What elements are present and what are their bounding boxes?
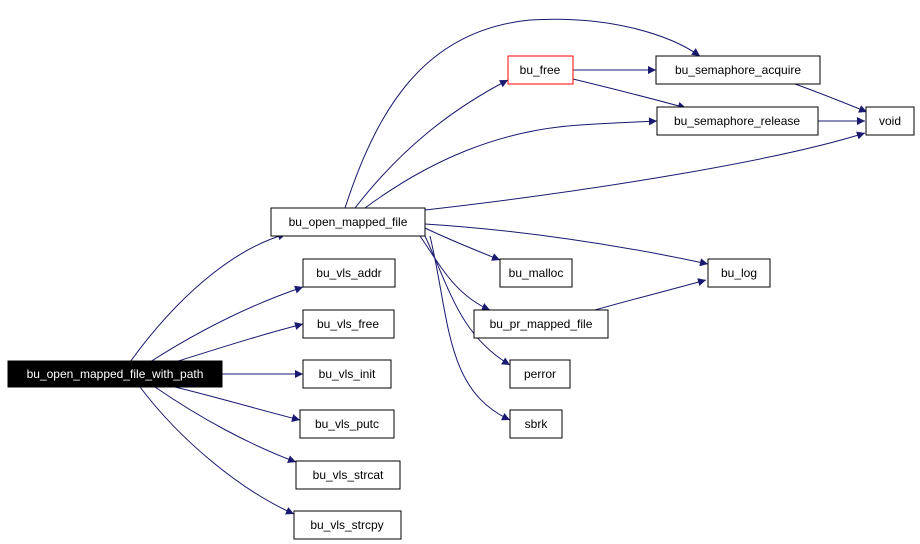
node-semaphore-release-label: bu_semaphore_release [674, 114, 800, 128]
node-vls-strcat[interactable]: bu_vls_strcat [295, 460, 401, 490]
node-vls-putc[interactable]: bu_vls_putc [299, 409, 395, 439]
edge-open-to-semaphore-acquire [344, 18, 701, 209]
node-root[interactable]: bu_open_mapped_file_with_path [7, 360, 223, 388]
node-vls-init-label: bu_vls_init [319, 367, 376, 381]
edge-open-to-sbrk [429, 235, 511, 421]
edge-root-to-vls-strcat [154, 386, 297, 463]
node-pr-mapped-file[interactable]: bu_pr_mapped_file [473, 309, 609, 339]
node-free[interactable]: bu_free [507, 55, 574, 85]
node-malloc-label: bu_malloc [509, 266, 564, 280]
edges [129, 18, 868, 515]
node-semaphore-acquire-label: bu_semaphore_acquire [675, 63, 801, 77]
node-free-label: bu_free [520, 63, 561, 77]
node-vls-free-label: bu_vls_free [317, 317, 379, 331]
nodes: bu_open_mapped_file_with_path bu_open_ma… [7, 55, 915, 540]
node-semaphore-release[interactable]: bu_semaphore_release [656, 106, 819, 136]
edge-open-to-free [354, 79, 509, 209]
edge-pr-mapped-file-to-log [594, 278, 707, 311]
node-vls-addr-label: bu_vls_addr [316, 266, 381, 280]
node-malloc[interactable]: bu_malloc [499, 258, 573, 288]
node-log-label: bu_log [721, 266, 757, 280]
edge-open-to-log [424, 223, 709, 267]
node-perror[interactable]: perror [509, 359, 571, 389]
node-vls-init[interactable]: bu_vls_init [302, 359, 392, 389]
node-pr-mapped-file-label: bu_pr_mapped_file [490, 317, 593, 331]
edge-root-to-vls-strcpy [139, 386, 295, 515]
edge-open-to-pr-mapped-file [419, 235, 491, 311]
edge-root-to-vls-putc [174, 386, 301, 422]
edge-root-to-vls-free [174, 322, 304, 363]
node-semaphore-acquire[interactable]: bu_semaphore_acquire [655, 55, 821, 85]
edge-root-to-open-mapped-file [129, 232, 287, 363]
edge-root-to-vls-addr [149, 285, 304, 363]
edge-open-to-malloc [424, 227, 501, 261]
node-vls-strcat-label: bu_vls_strcat [313, 468, 384, 482]
node-vls-strcpy-label: bu_vls_strcpy [310, 518, 383, 532]
node-root-label: bu_open_mapped_file_with_path [27, 367, 204, 381]
edge-open-to-perror [424, 235, 511, 366]
node-void[interactable]: void [865, 106, 915, 136]
edge-open-to-semaphore-release [364, 117, 658, 209]
edge-open-to-void [424, 131, 866, 211]
edge-semaphore-acquire-to-void [794, 83, 868, 113]
node-void-label: void [879, 114, 901, 128]
node-sbrk[interactable]: sbrk [509, 409, 563, 439]
node-perror-label: perror [524, 367, 556, 381]
node-log[interactable]: bu_log [707, 258, 771, 288]
node-vls-addr[interactable]: bu_vls_addr [302, 258, 396, 288]
node-vls-putc-label: bu_vls_putc [315, 417, 379, 431]
node-open-mapped-file[interactable]: bu_open_mapped_file [270, 207, 426, 237]
node-vls-free[interactable]: bu_vls_free [302, 309, 395, 339]
node-sbrk-label: sbrk [525, 417, 549, 431]
node-open-mapped-file-label: bu_open_mapped_file [289, 215, 408, 229]
edge-free-to-semaphore-release [572, 78, 687, 110]
node-vls-strcpy[interactable]: bu_vls_strcpy [293, 510, 402, 540]
